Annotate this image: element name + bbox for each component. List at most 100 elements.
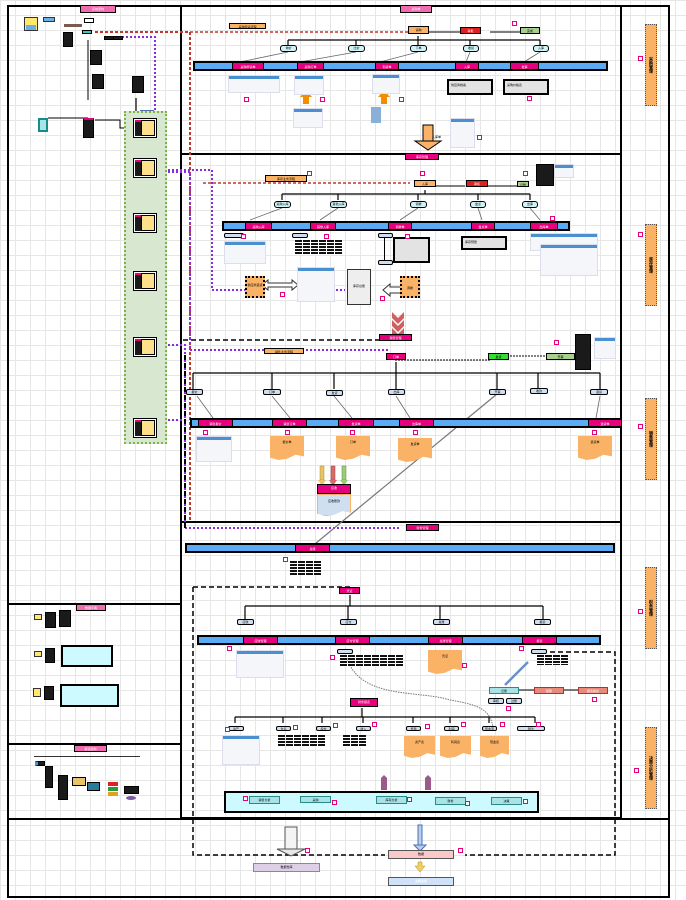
- price-box[interactable]: 采购价格表: [503, 79, 549, 95]
- section4-branch[interactable]: 应付: [340, 619, 357, 625]
- section4-bar-segment[interactable]: 总账管理: [428, 637, 463, 643]
- section2-start-node[interactable]: 入库: [414, 180, 436, 187]
- section2-branch[interactable]: 采购入库: [274, 201, 291, 208]
- sub-node[interactable]: [337, 649, 353, 654]
- analysis-item[interactable]: 财务: [435, 797, 466, 805]
- section3-bar-segment[interactable]: 销售订单: [272, 420, 307, 426]
- inventory-warning-box[interactable]: 库存预警: [461, 236, 507, 250]
- section1-start-node[interactable]: 请购: [408, 26, 429, 34]
- section1-done-node[interactable]: 完成: [520, 27, 540, 34]
- section2-done-node[interactable]: 记账: [517, 181, 529, 187]
- analysis-item[interactable]: 销售分析: [249, 796, 280, 804]
- section1-bar-segment[interactable]: 发票: [510, 63, 539, 69]
- receivable-box-title[interactable]: 应收: [317, 484, 351, 494]
- section4-bar-segment[interactable]: 应收管理: [243, 637, 278, 643]
- marker: [350, 430, 355, 435]
- section1-branch[interactable]: 入库: [533, 45, 549, 52]
- section2-exit[interactable]: 销售管理: [379, 334, 412, 341]
- section4-bar-segment[interactable]: 应付管理: [335, 637, 370, 643]
- supplier-box[interactable]: 供应商档案: [447, 79, 493, 95]
- data-box[interactable]: 数据: [388, 850, 454, 859]
- record-stack: [537, 655, 568, 665]
- sub-node[interactable]: [378, 233, 393, 238]
- top-title: 采购单: [400, 5, 432, 13]
- section3-approve-node[interactable]: 发货: [488, 353, 509, 360]
- section1-branch[interactable]: 下单: [410, 45, 427, 52]
- section1-branch[interactable]: 比价: [348, 45, 365, 52]
- closing-node[interactable]: 结账: [534, 687, 564, 694]
- sub-node[interactable]: [292, 233, 308, 238]
- section1-bar-segment[interactable]: 采购订单: [297, 63, 324, 69]
- section4-branch[interactable]: 报表: [534, 619, 551, 625]
- section3-start-node[interactable]: 订单: [386, 353, 406, 360]
- hub-branch[interactable]: 费用: [406, 726, 421, 731]
- cashflow-doc[interactable]: 现金表: [480, 736, 509, 758]
- section1-approve-node[interactable]: 审批: [460, 27, 481, 34]
- section4-branch[interactable]: 应收: [237, 619, 254, 625]
- analysis-item[interactable]: 采购: [300, 796, 331, 803]
- section3-branch[interactable]: 发货: [326, 390, 343, 396]
- section2-bar-segment[interactable]: 盘点单: [471, 223, 495, 229]
- section3-branch[interactable]: 报价: [186, 389, 203, 395]
- report-output-node[interactable]: 报表输出: [578, 687, 608, 694]
- review-node[interactable]: 审核: [488, 698, 504, 704]
- income-doc[interactable]: 利润表: [440, 736, 471, 758]
- hub-branch[interactable]: 附注: [517, 726, 545, 731]
- hub-branch[interactable]: 负债: [276, 726, 291, 731]
- section1-bar-segment[interactable]: 采购申请单: [232, 63, 264, 69]
- analysis-item[interactable]: 库存分析: [376, 796, 407, 804]
- section1-bar-segment[interactable]: 到货单: [375, 63, 399, 69]
- analysis-item[interactable]: 决策: [491, 797, 522, 805]
- section2-bar-segment[interactable]: 采购入库: [245, 223, 272, 229]
- marker: [380, 296, 385, 301]
- section2-bar-segment[interactable]: 出库单: [530, 223, 558, 229]
- balance-doc[interactable]: 资产表: [404, 736, 435, 758]
- hub-branch[interactable]: 利润: [444, 726, 459, 731]
- ledger-bar-segment[interactable]: 总账: [295, 545, 330, 551]
- section3-bar-segment[interactable]: 发货单: [338, 420, 374, 426]
- section3-bar-segment[interactable]: 退货单: [588, 420, 622, 426]
- hub-branch[interactable]: 资产: [228, 726, 244, 731]
- section4-bar-segment[interactable]: 报表: [522, 637, 557, 643]
- supplier-return-box[interactable]: 供应商退货: [245, 276, 265, 298]
- section4-branch[interactable]: 总账: [433, 619, 450, 625]
- section1-branch[interactable]: 询价: [280, 45, 297, 52]
- posting-node[interactable]: 记账: [489, 687, 519, 694]
- decision-support-box[interactable]: 决策支持: [388, 877, 454, 886]
- section1-exit[interactable]: 库存管理: [405, 153, 439, 160]
- data-warehouse-box[interactable]: 数据仓库: [253, 863, 320, 872]
- section2-branch[interactable]: 盘点: [470, 201, 486, 208]
- section2-approve-node[interactable]: 审核: [466, 180, 488, 187]
- section3-branch[interactable]: 出库: [388, 389, 405, 395]
- voucher-node[interactable]: 凭证: [339, 587, 360, 594]
- section2-branch[interactable]: 其他入库: [330, 201, 347, 208]
- tree-node: [87, 782, 100, 791]
- section3-bar-segment[interactable]: 出库单: [399, 420, 434, 426]
- section2-branch[interactable]: 出库: [522, 201, 538, 208]
- section2-bar-segment[interactable]: 调拨单: [388, 223, 412, 229]
- marker: [477, 135, 482, 140]
- section3-done-node[interactable]: 开票: [546, 353, 575, 360]
- post-node[interactable]: 过账: [506, 698, 522, 704]
- section3-branch[interactable]: 订单: [263, 389, 281, 395]
- section3-branch[interactable]: 收款: [530, 388, 548, 394]
- hub-branch[interactable]: 现金流: [482, 726, 497, 731]
- section3-branch[interactable]: 退货: [590, 389, 608, 395]
- table-group: [60, 684, 119, 707]
- transfer-box[interactable]: 调拨: [400, 276, 420, 298]
- form-screenshot: [372, 74, 400, 94]
- sub-node[interactable]: [378, 260, 393, 265]
- section3-branch[interactable]: 开票: [489, 389, 506, 395]
- inventory-ledger-box[interactable]: 库存台账: [347, 269, 371, 305]
- section1-bar-segment[interactable]: 入库: [455, 63, 479, 69]
- hub-branch[interactable]: 收入: [356, 726, 371, 731]
- section2-bar-segment[interactable]: 其他入库: [310, 223, 336, 229]
- sub-node[interactable]: [531, 649, 547, 654]
- data-table-icon: [92, 74, 104, 89]
- section3-exit[interactable]: 财务管理: [406, 524, 439, 531]
- hub-branch[interactable]: 权益: [316, 726, 331, 731]
- section1-branch[interactable]: 收货: [463, 45, 479, 52]
- financial-report-hub[interactable]: 财务报表: [350, 698, 378, 707]
- section2-branch[interactable]: 调拨: [410, 201, 427, 208]
- section3-bar-segment[interactable]: 销售报价: [198, 420, 233, 426]
